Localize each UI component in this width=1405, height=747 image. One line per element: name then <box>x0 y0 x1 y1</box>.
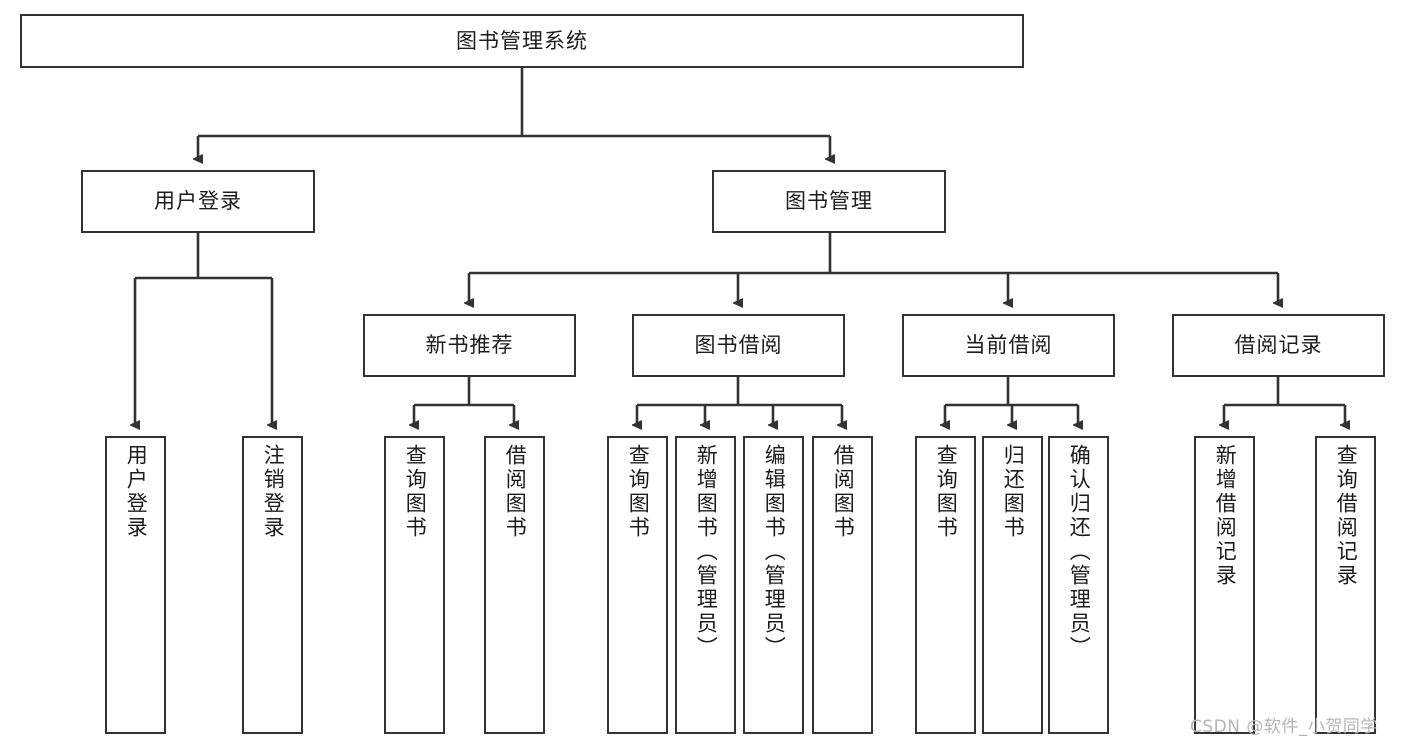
node-leaf-query-book-a[interactable]: 查询图书 <box>384 436 445 734</box>
node-leaf-query-book-c[interactable]: 查询图书 <box>915 436 976 734</box>
node-leaf-borrow-book-b[interactable]: 借阅图书 <box>812 436 873 734</box>
node-new-book-rec[interactable]: 新书推荐 <box>363 314 576 377</box>
node-book-borrow-label: 图书借阅 <box>694 333 783 358</box>
node-leaf-query-book-a-label: 查询图书 <box>403 444 428 540</box>
node-user-login-label: 用户登录 <box>154 189 242 214</box>
node-leaf-confirm-return[interactable]: 确认归还（管理员） <box>1048 436 1109 734</box>
node-book-manage-label: 图书管理 <box>785 189 873 214</box>
node-borrow-record-label: 借阅记录 <box>1234 333 1323 358</box>
node-leaf-add-book-label: 新增图书（管理员） <box>694 444 719 660</box>
node-leaf-logout[interactable]: 注销登录 <box>242 436 303 734</box>
node-leaf-query-book-b[interactable]: 查询图书 <box>607 436 668 734</box>
node-leaf-return-book-label: 归还图书 <box>1001 444 1026 540</box>
node-book-borrow[interactable]: 图书借阅 <box>632 314 845 377</box>
node-leaf-borrow-book-a[interactable]: 借阅图书 <box>484 436 545 734</box>
node-leaf-edit-book[interactable]: 编辑图书（管理员） <box>743 436 804 734</box>
node-leaf-user-login-label: 用户登录 <box>124 444 149 540</box>
node-leaf-add-record-label: 新增借阅记录 <box>1213 444 1238 588</box>
node-root-label: 图书管理系统 <box>456 28 588 53</box>
node-leaf-confirm-return-label: 确认归还（管理员） <box>1067 444 1092 660</box>
node-current-borrow-label: 当前借阅 <box>964 333 1053 358</box>
node-user-login[interactable]: 用户登录 <box>81 170 315 233</box>
node-leaf-add-record[interactable]: 新增借阅记录 <box>1194 436 1255 734</box>
node-leaf-query-book-c-label: 查询图书 <box>934 444 959 540</box>
node-leaf-query-book-b-label: 查询图书 <box>626 444 651 540</box>
node-current-borrow[interactable]: 当前借阅 <box>902 314 1115 377</box>
node-borrow-record[interactable]: 借阅记录 <box>1172 314 1385 377</box>
node-leaf-logout-label: 注销登录 <box>261 444 286 540</box>
node-leaf-return-book[interactable]: 归还图书 <box>982 436 1043 734</box>
node-leaf-borrow-book-b-label: 借阅图书 <box>831 444 856 540</box>
node-book-manage[interactable]: 图书管理 <box>712 170 946 233</box>
node-leaf-add-book[interactable]: 新增图书（管理员） <box>675 436 736 734</box>
node-leaf-borrow-book-a-label: 借阅图书 <box>503 444 528 540</box>
csdn-watermark: CSDN @软件_小贺同学 <box>1190 717 1378 737</box>
node-root[interactable]: 图书管理系统 <box>20 14 1024 68</box>
node-new-book-rec-label: 新书推荐 <box>425 333 514 358</box>
node-leaf-edit-book-label: 编辑图书（管理员） <box>762 444 787 660</box>
node-leaf-query-record-label: 查询借阅记录 <box>1334 444 1359 588</box>
node-leaf-user-login[interactable]: 用户登录 <box>105 436 166 734</box>
node-leaf-query-record[interactable]: 查询借阅记录 <box>1315 436 1376 734</box>
